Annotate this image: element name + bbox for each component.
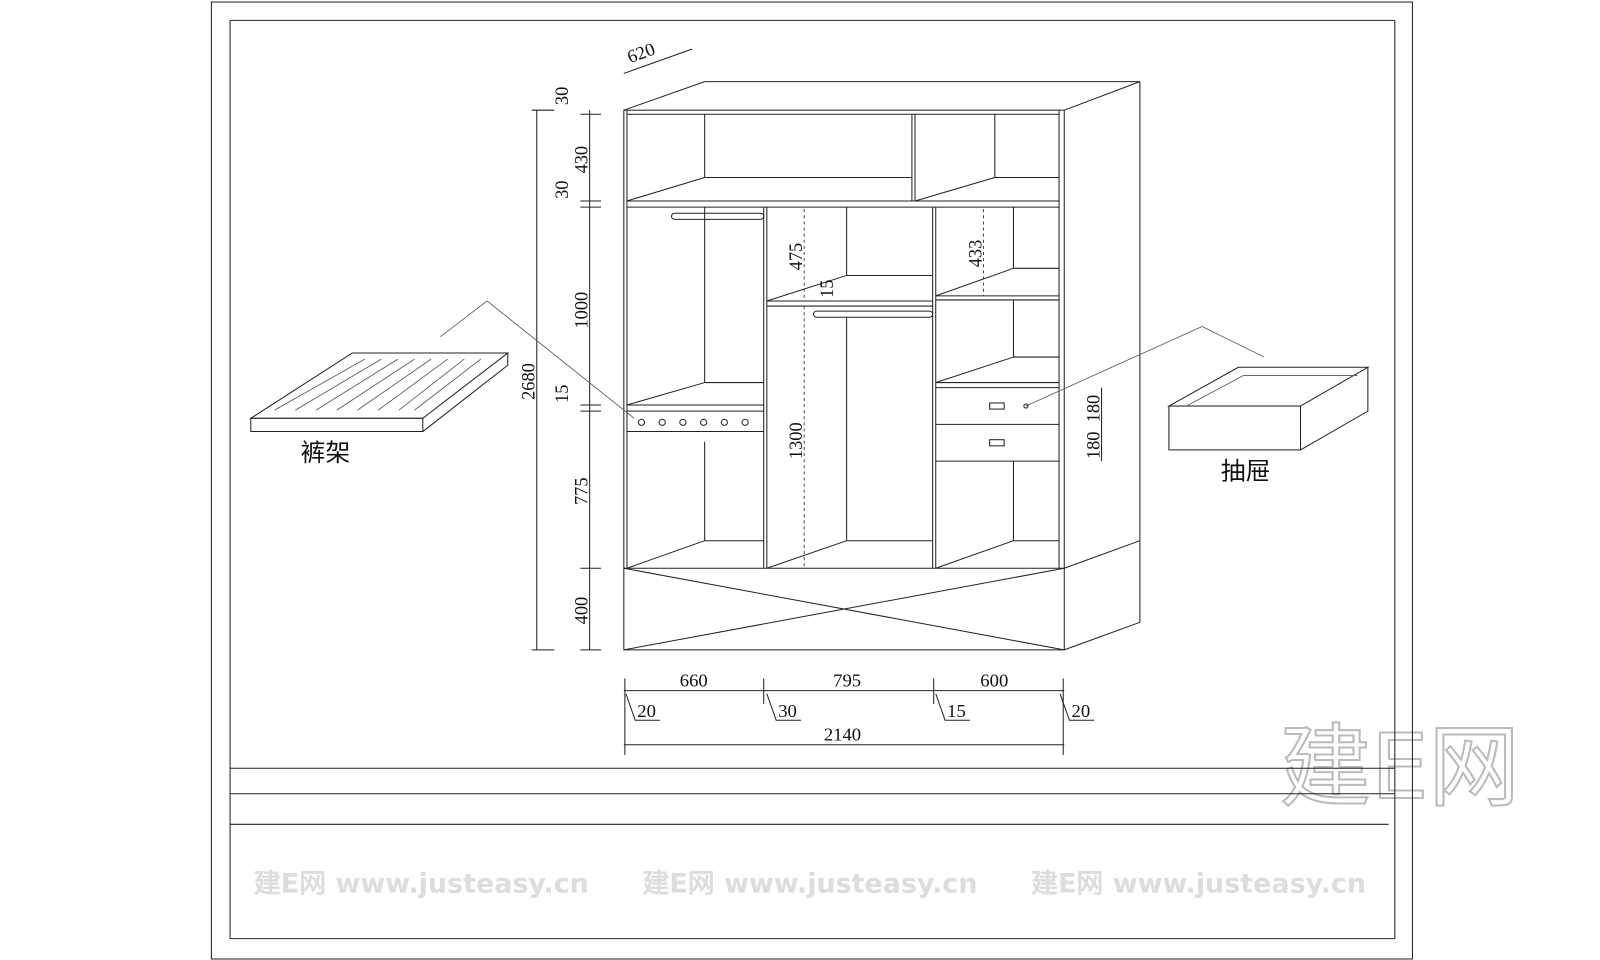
dim-lower-compartment: 775 [572,477,592,505]
dim-middle-upper: 475 [787,243,807,271]
dim-divider-2: 15 [947,702,966,722]
drawer-handle [989,402,1005,410]
dim-width-middle: 795 [833,672,861,692]
watermark-layer: 建E网 www.justeasy.cn 建E网 www.justeasy.cn … [254,714,1521,900]
dim-drawer-1: 180 [1084,395,1104,423]
vertical-dimensions: 620 2680 30 430 30 1000 15 775 400 180 1… [520,40,1105,651]
label-drawer: 抽屉 [1221,457,1271,486]
dim-middle-shelf: 15 [818,280,838,298]
dim-hanging-upper: 1000 [572,292,592,329]
label-pants-rack: 裤架 [301,438,351,467]
horizontal-dimensions: 660 795 600 20 30 15 20 2140 [623,672,1095,755]
dim-base: 400 [572,597,592,625]
watermark-text: 建E网 www.justeasy.cn [254,869,589,900]
sheet-frame [210,1,1413,960]
interior-dimensions: 475 15 1300 433 [787,209,986,567]
dim-top-board: 30 [553,87,573,105]
dim-total-height: 2680 [520,363,540,400]
dim-depth: 620 [625,40,658,68]
pants-rack-hooks [637,418,749,426]
watermark-text: 建E网 www.justeasy.cn [1031,869,1366,900]
dim-drawer-2: 180 [1084,432,1104,460]
dim-side-left: 20 [637,702,656,722]
drawer-detail: 抽屉 [1023,326,1370,486]
dim-shelf-board: 30 [553,181,573,199]
dim-middle-hanging: 1300 [787,422,807,459]
dim-divider-1: 30 [778,702,797,722]
dim-width-right: 600 [980,672,1008,692]
dim-right-upper: 433 [966,240,986,268]
hanging-rod [670,212,765,220]
dim-width-left: 660 [680,672,708,692]
pants-rack-detail: 裤架 [249,300,635,467]
watermark-logo: 建E网 [1280,715,1520,819]
hanging-rod [812,310,934,318]
dim-pants-rack-board: 15 [553,385,573,403]
dim-side-right: 20 [1072,702,1091,722]
wardrobe [623,81,1141,651]
watermark-text: 建E网 www.justeasy.cn [642,869,977,900]
drawer-handle [989,439,1005,447]
dim-top-compartment: 430 [572,146,592,174]
dim-total-width: 2140 [824,726,861,746]
